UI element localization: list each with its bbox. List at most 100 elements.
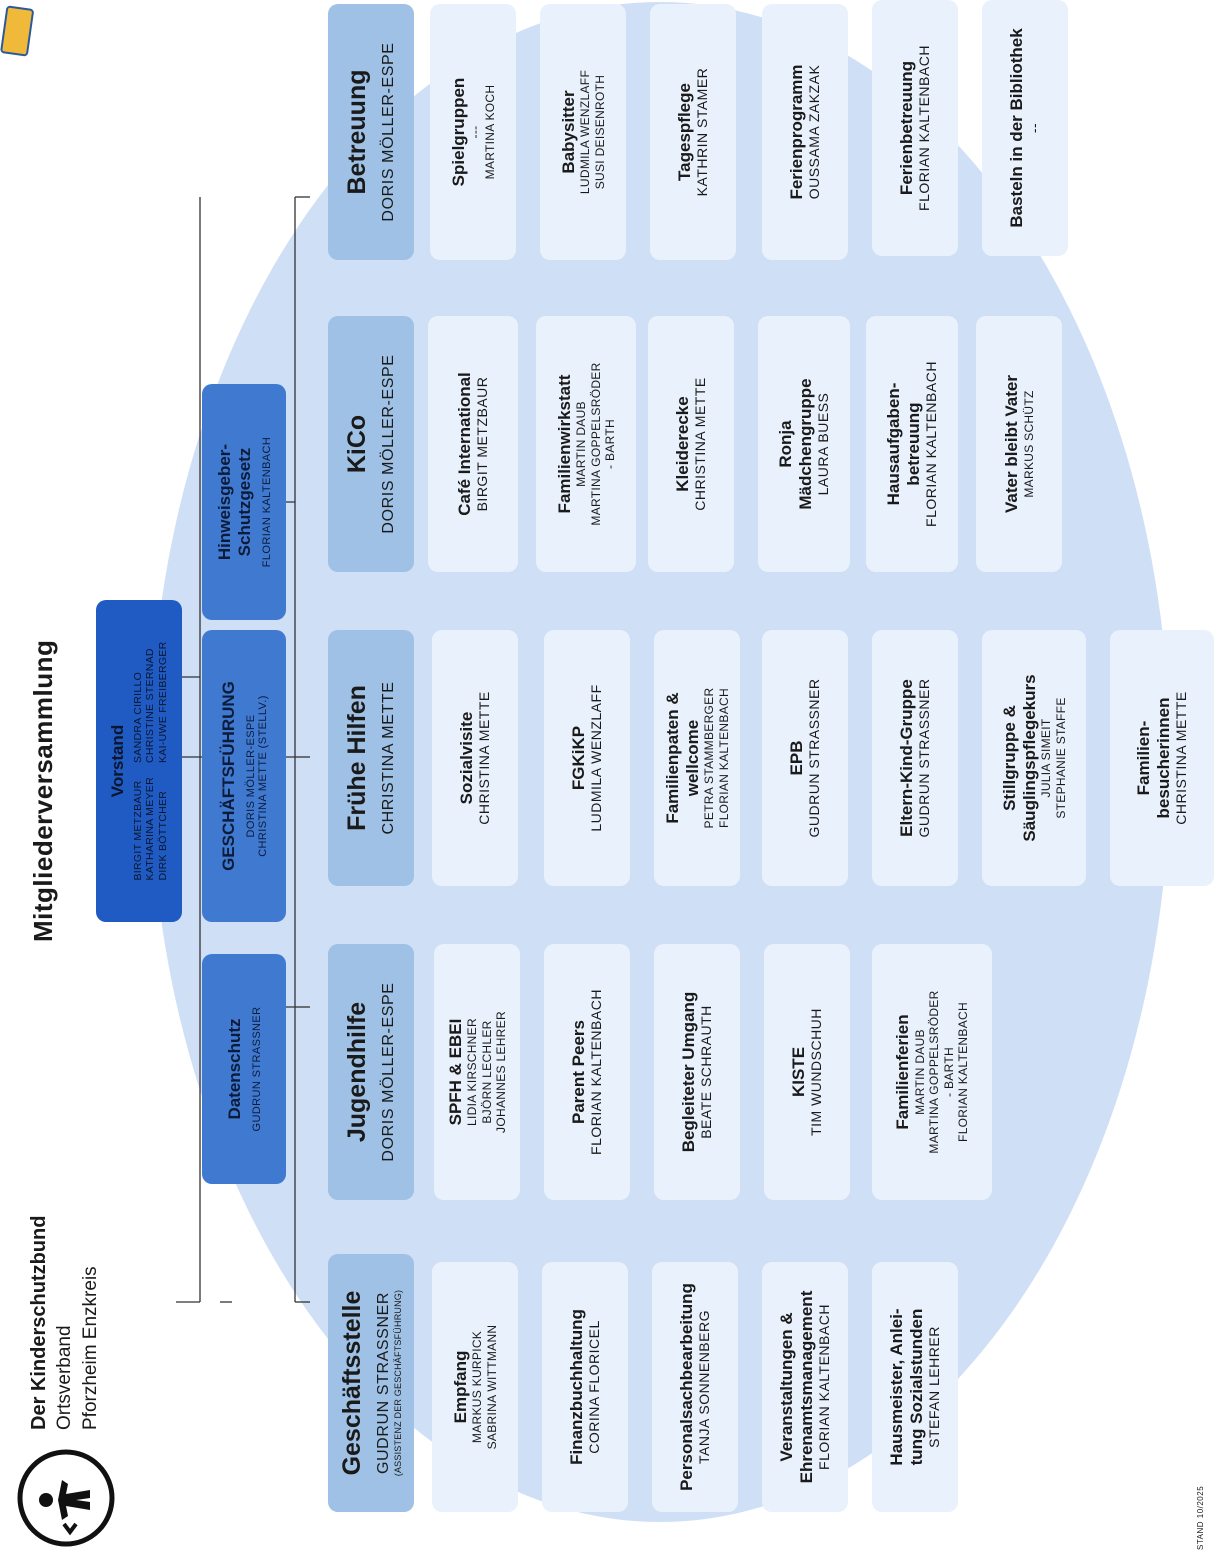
unit-box: Eltern-Kind-Gruppe GUDRUN STRASSNER [872,630,958,886]
unit-box: Familien- besucherinnen CHRISTINA METTE [1110,630,1214,886]
unit-names: -- [1026,122,1043,134]
department-title: KiCo [343,414,372,474]
unit-names: PETRA STAMMBERGER FLORIAN KALTENBACH [702,687,731,829]
unit-box: Veranstaltungen & Ehrenamtsmanagement FL… [762,1262,848,1512]
department-title: Geschäftsstelle [338,1290,367,1476]
unit-title: Finanzbuchhaltung [566,1309,586,1465]
unit-title: Vater bleibt Vater [1002,375,1022,513]
unit-names: BIRGIT METZBAUR [474,376,491,512]
unit-title: Café International [454,372,474,516]
unit-box: Babysitter LUDMILA WENZLAFF SUSI DEISENR… [540,4,626,260]
org-name: Der Kinderschutzbund [28,1215,50,1430]
main-title: Mitgliederversammlung [28,639,58,942]
unit-title: Tagespflege [674,83,694,181]
unit-box: Basteln in der Bibliothek -- [982,0,1068,256]
unit-names: FLORIAN KALTENBACH [588,989,605,1155]
department-head-fruehe-hilfen: Frühe Hilfen CHRISTINA METTE [328,630,414,886]
unit-names: TIM WUNDSCHUH [808,1008,825,1136]
unit-names: --- MARTINA KOCH [468,84,497,180]
unit-names: JULIA SIMEIT STEPHANIE STAFFE [1039,697,1068,819]
unit-title: Spielgruppen [448,77,468,187]
unit-names: GUDRUN STRASSNER [916,678,933,838]
unit-names: LAURA BUESS [815,392,832,496]
footer-date: STAND 10/2025 [1196,1485,1205,1550]
department-head-kico: KiCo DORIS MÖLLER-ESPE [328,316,414,572]
unit-box: Spielgruppen --- MARTINA KOCH [430,4,516,260]
board-title: Vorstand [108,724,128,798]
unit-box: KISTE TIM WUNDSCHUH [764,944,850,1200]
unit-title: Familienwirkstatt [554,374,574,514]
unit-box: Stillgruppe & Säuglingspflegekurs JULIA … [982,630,1086,886]
unit-names: LIDIA KIRSCHNER BJÖRN LECHLER JOHANNES L… [465,1011,508,1133]
unit-box: Finanzbuchhaltung CORINA FLORICEL [542,1262,628,1512]
unit-box: Hausaufgaben- betreuung FLORIAN KALTENBA… [866,316,958,572]
unit-names: CHRISTINA METTE [692,377,709,511]
management-box-geschaeftsfuehrung: GESCHÄFTSFÜHRUNG DORIS MÖLLER-ESPE CHRIS… [202,630,286,922]
management-box-hinweisgeber: Hinweisgeber- Schutzgesetz FLORIAN KALTE… [202,384,286,620]
unit-title: Eltern-Kind-Gruppe [896,679,916,837]
unit-title: Ferienprogramm [786,64,806,200]
management-names: DORIS MÖLLER-ESPE CHRISTINA METTE (STELL… [244,695,269,857]
unit-title: Sozialvisite [456,711,476,805]
unit-names: FLORIAN KALTENBACH [923,361,940,527]
unit-names: BEATE SCHRAUTH [698,1005,715,1139]
org-subtitle-1: Ortsverband [54,1325,75,1430]
unit-box: Sozialvisite CHRISTINA METTE [432,630,518,886]
management-title: Hinweisgeber- Schutzgesetz [215,443,254,561]
unit-box: Personalsachbearbeitung TANJA SONNENBERG [652,1262,738,1512]
unit-title: Basteln in der Bibliothek [1006,28,1026,228]
unit-names: CHRISTINA METTE [476,691,493,825]
unit-title: Parent Peers [568,1020,588,1124]
kinderschutzbund-logo-icon [14,1446,118,1550]
unit-title: Familienferien [893,1014,913,1130]
unit-box: Café International BIRGIT METZBAUR [428,316,518,572]
unit-box: Familienpaten & wellcome PETRA STAMMBERG… [654,630,740,886]
unit-title: Familienpaten & wellcome [663,692,702,824]
unit-names: STEFAN LEHRER [926,1326,943,1448]
unit-names: OUSSAMA ZAKZAK [806,64,823,200]
unit-names: CHRISTINA METTE [1173,691,1190,825]
unit-title: Personalsachbearbeitung [676,1283,696,1491]
unit-box: Ferienbetreuung FLORIAN KALTENBACH [872,0,958,256]
board-members-left: BIRGIT METZBAUR KATHARINA MEYER DIRK BÖT… [131,777,170,881]
management-title: Datenschutz [225,1018,245,1120]
unit-names: MARTIN DAUB MARTINA GOPPELSRÖDER - BARTH… [912,990,971,1154]
unit-title: Veranstaltungen & Ehrenamtsmanagement [777,1290,816,1484]
unit-title: Ferienbetreuung [896,60,916,196]
department-lead: CHRISTINA METTE [379,681,397,835]
department-title: Betreuung [343,69,372,195]
unit-title: FGKiKP [568,725,588,791]
unit-title: Hausaufgaben- betreuung [884,382,923,506]
unit-title: Babysitter [558,90,578,174]
board-box-vorstand: Vorstand BIRGIT METZBAUR KATHARINA MEYER… [96,600,182,922]
unit-box: FGKiKP LUDMILA WENZLAFF [544,630,630,886]
department-lead: DORIS MÖLLER-ESPE [379,42,397,222]
sticker-icon [0,2,34,62]
board-members-right: SANDRA CIRILLO CHRISTINE STERNAD KAI-UWE… [131,641,170,764]
department-title: Frühe Hilfen [343,685,372,831]
unit-names: CORINA FLORICEL [586,1320,603,1454]
management-names: FLORIAN KALTENBACH [260,436,273,568]
unit-box: Tagespflege KATHRIN STAMER [650,4,736,260]
unit-box: Ronja Mädchengruppe LAURA BUESS [758,316,850,572]
management-names: GUDRUN STRASSNER [250,1006,263,1132]
management-box-datenschutz: Datenschutz GUDRUN STRASSNER [202,954,286,1184]
unit-names: TANJA SONNENBERG [696,1310,713,1464]
unit-title: SPFH & EBEI [445,1018,465,1126]
unit-title: Familien- besucherinnen [1134,697,1173,819]
department-lead: DORIS MÖLLER-ESPE [379,354,397,534]
unit-title: EPB [786,740,806,776]
unit-box: Familienferien MARTIN DAUB MARTINA GOPPE… [872,944,992,1200]
unit-names: GUDRUN STRASSNER [806,678,823,838]
unit-names: KATHRIN STAMER [694,67,711,197]
department-lead: DORIS MÖLLER-ESPE [379,982,397,1162]
unit-title: Kleiderecke [672,396,692,492]
unit-box: SPFH & EBEI LIDIA KIRSCHNER BJÖRN LECHLE… [434,944,520,1200]
unit-title: Hausmeister, Anlei- tung Sozialstunden [887,1308,926,1466]
unit-box: Familienwirkstatt MARTIN DAUB MARTINA GO… [536,316,636,572]
unit-names: FLORIAN KALTENBACH [816,1304,833,1470]
department-note: (ASSISTENZ DER GESCHÄFTSFÜHRUNG) [392,1289,403,1477]
unit-box: EPB GUDRUN STRASSNER [762,630,848,886]
department-head-jugendhilfe: Jugendhilfe DORIS MÖLLER-ESPE [328,944,414,1200]
